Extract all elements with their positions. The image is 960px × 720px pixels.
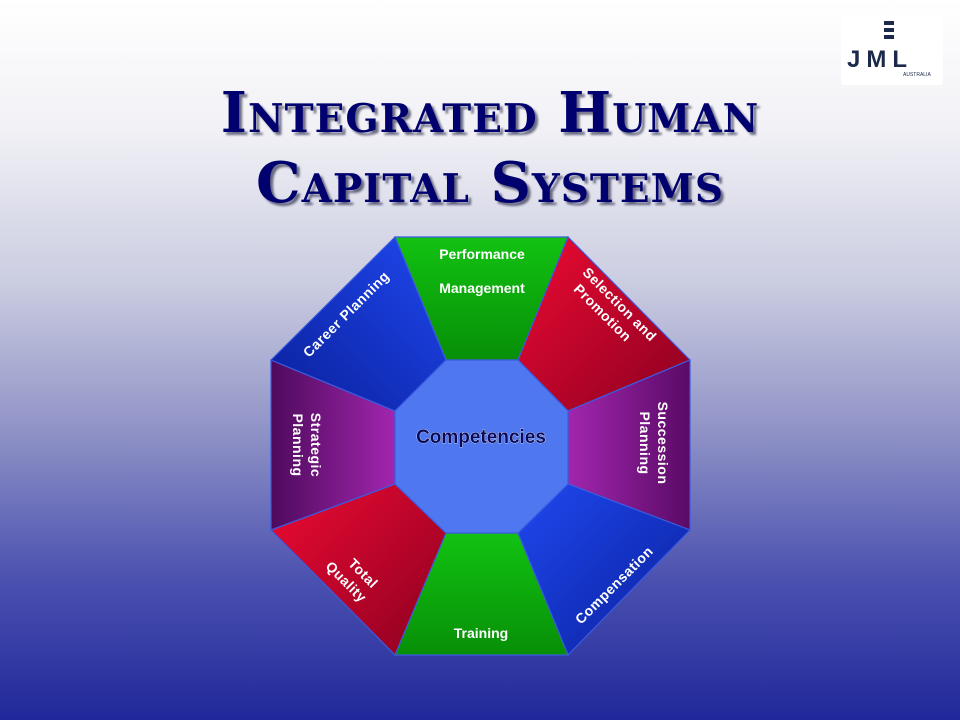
logo-tagline: AUSTRALIA: [903, 72, 931, 78]
label-succession-line2: Planning: [637, 411, 653, 474]
label-training: Training: [454, 625, 508, 641]
title-line-2: Capital Systems: [256, 150, 724, 216]
label-strategic-line1: Strategic: [308, 413, 324, 477]
label-succession-line1: Succession: [655, 402, 671, 485]
label-performance-line2: Management: [439, 280, 525, 296]
center-competencies: [394, 359, 569, 534]
jml-logo: JML AUSTRALIA: [841, 15, 943, 85]
slide-title: Integrated Human Capital Systems: [110, 78, 870, 218]
title-line-1: Integrated Human: [220, 80, 760, 146]
label-strategic-line2: Planning: [290, 413, 306, 476]
center-label: Competencies: [416, 427, 546, 448]
logo-mark: JML: [847, 46, 913, 73]
label-performance-line1: Performance: [439, 246, 525, 262]
